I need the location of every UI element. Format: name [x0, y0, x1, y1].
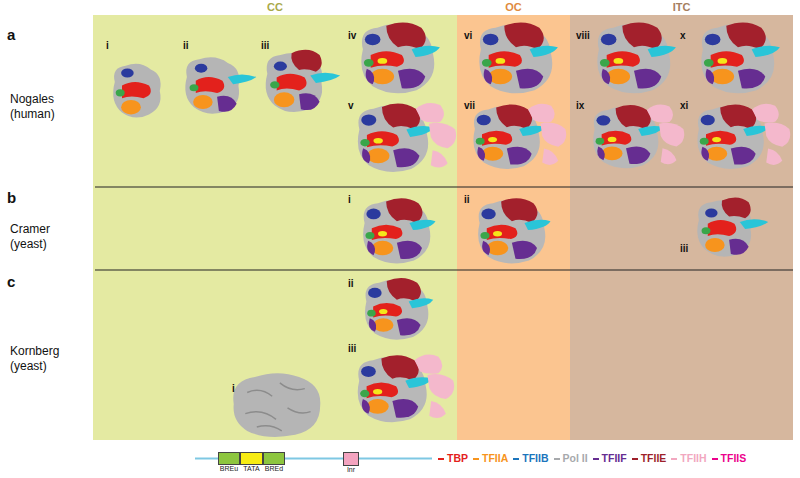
legend-text: TFIIA — [482, 452, 508, 465]
row-label: Kornberg — [10, 344, 59, 358]
legend-swatch — [438, 458, 444, 460]
structure-number: viii — [576, 30, 590, 42]
structure-number: iii — [261, 40, 269, 52]
structure-number: vi — [464, 30, 472, 42]
legend-text: TFIIF — [602, 452, 627, 465]
legend-text: TBP — [447, 452, 468, 465]
structure-number: ix — [576, 100, 584, 112]
legend-item: Pol II — [554, 452, 588, 465]
promoter-element: BREu — [218, 452, 240, 465]
legend-item: TFIIF — [593, 452, 627, 465]
row-label: (yeast) — [10, 359, 47, 373]
legend-text: TFIIB — [522, 452, 548, 465]
legend-swatch — [632, 458, 638, 460]
structure-number: i — [232, 383, 235, 395]
legend-item: TFIIB — [513, 452, 548, 465]
panel-letter: a — [7, 26, 15, 44]
structure-number: ii — [183, 40, 189, 52]
stage-band: ITC — [570, 15, 793, 440]
structure-number: i — [106, 40, 109, 52]
promoter-element: Inr — [343, 452, 359, 466]
stage-band: CC — [93, 15, 457, 440]
legend-swatch — [712, 458, 718, 460]
element-label: BREd — [265, 465, 283, 473]
structure-number: xi — [680, 100, 688, 112]
promoter-element: BREd — [263, 452, 285, 465]
legend-text: Pol II — [563, 452, 588, 465]
legend-text: TFIIE — [641, 452, 667, 465]
row-label: (human) — [10, 107, 55, 121]
legend-item: TFIIS — [712, 452, 747, 465]
stage-heading: ITC — [570, 0, 793, 14]
row-label: (yeast) — [10, 237, 47, 251]
legend: TBP TFIIA TFIIB Pol II TFIIF TFIIE TFIIH TFIIS — [438, 452, 746, 465]
legend-swatch — [554, 458, 560, 460]
structure-number: v — [348, 100, 354, 112]
row-label: Nogales — [10, 92, 54, 106]
panel-letter: c — [7, 273, 15, 291]
structure-number: ii — [464, 194, 470, 206]
legend-swatch — [473, 458, 479, 460]
structure-number: ii — [348, 278, 354, 290]
stage-band: OC — [457, 15, 570, 440]
legend-text: TFIIH — [680, 452, 706, 465]
legend-swatch — [593, 458, 599, 460]
element-label: TATA — [243, 465, 259, 473]
structure-number: x — [680, 30, 686, 42]
legend-swatch — [513, 458, 519, 460]
legend-text: TFIIS — [721, 452, 747, 465]
row-label: Cramer — [10, 222, 50, 236]
structure-number: iii — [348, 343, 356, 355]
structure-number: iii — [680, 243, 688, 255]
promoter-element: TATA — [240, 452, 263, 465]
legend-item: TFIIE — [632, 452, 667, 465]
legend-item: TFIIH — [671, 452, 706, 465]
structure-number: iv — [348, 30, 356, 42]
stage-heading: CC — [93, 0, 457, 14]
element-label: Inr — [347, 466, 355, 474]
legend-swatch — [671, 458, 677, 460]
panel-letter: b — [7, 189, 16, 207]
element-label: BREu — [220, 465, 238, 473]
legend-item: TBP — [438, 452, 468, 465]
legend-item: TFIIA — [473, 452, 508, 465]
promoter-dna-line — [285, 458, 343, 460]
structure-number: vii — [464, 100, 475, 112]
stage-heading: OC — [457, 0, 570, 14]
structure-number: i — [348, 194, 351, 206]
